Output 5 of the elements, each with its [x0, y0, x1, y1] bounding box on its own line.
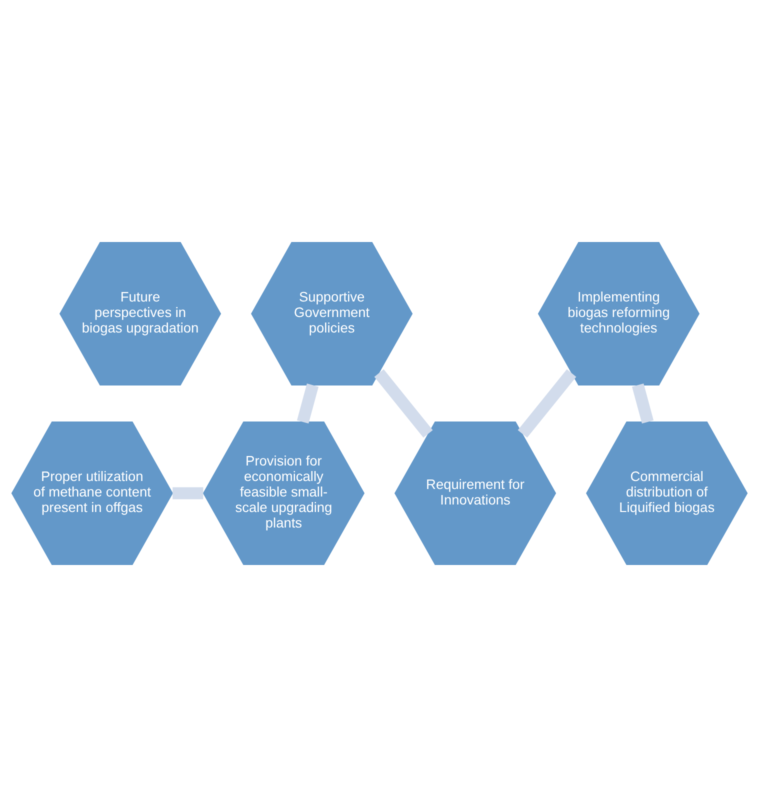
connector: [632, 383, 654, 424]
connector: [296, 383, 319, 424]
connector: [172, 486, 204, 499]
connector: [374, 368, 433, 438]
connector: [518, 368, 576, 438]
